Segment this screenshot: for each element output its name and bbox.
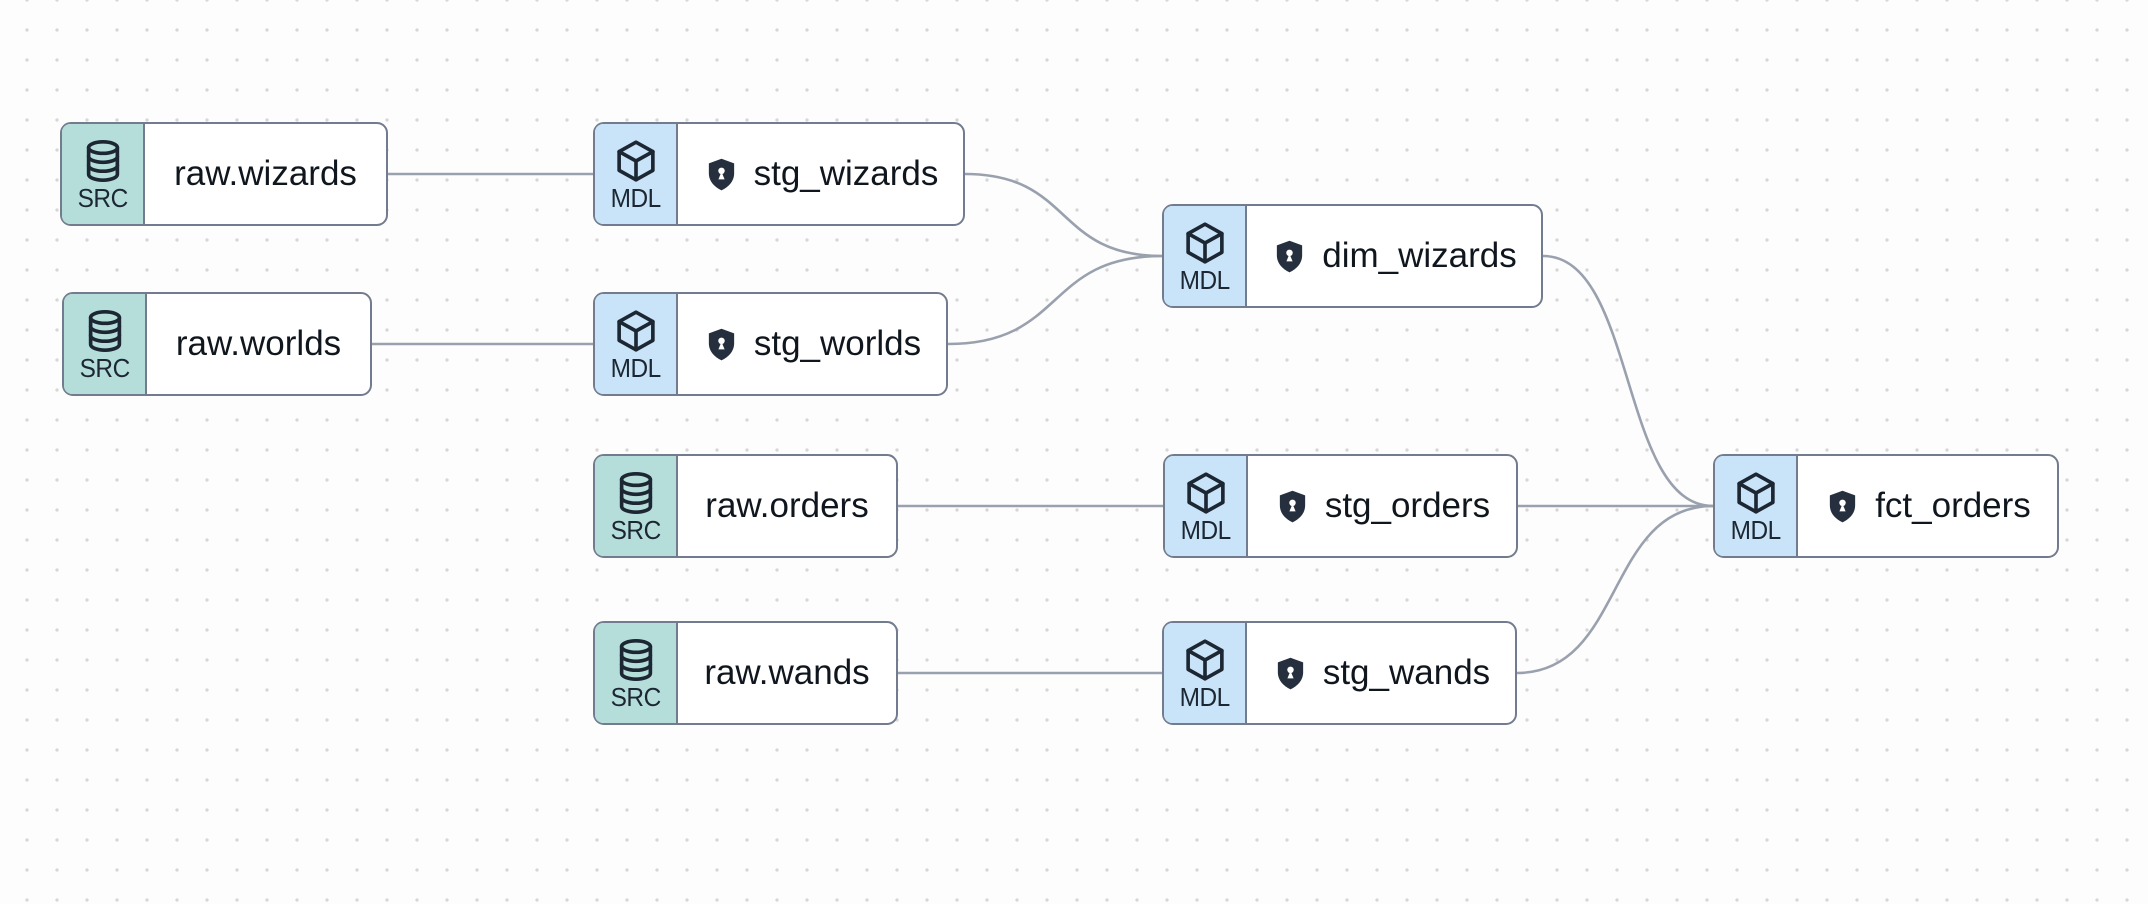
edge-stg_wizards-to-dim_wizards bbox=[963, 172, 1164, 258]
node-body: stg_orders bbox=[1248, 456, 1516, 556]
type-badge-label: MDL bbox=[610, 352, 661, 383]
type-badge-label: SRC bbox=[77, 182, 128, 213]
node-raw_orders[interactable]: SRC raw.orders bbox=[593, 454, 898, 558]
node-body: raw.wizards bbox=[145, 124, 386, 224]
node-label: stg_wands bbox=[1322, 653, 1491, 692]
node-stg_wizards[interactable]: MDL stg_wizards bbox=[593, 122, 965, 226]
type-badge-label: SRC bbox=[79, 352, 130, 383]
node-label: stg_worlds bbox=[753, 324, 922, 363]
source-type-badge: SRC bbox=[595, 623, 678, 723]
database-icon bbox=[619, 471, 652, 514]
node-label: stg_wizards bbox=[753, 154, 939, 193]
shield-lock-icon bbox=[1277, 240, 1303, 272]
cube-icon bbox=[616, 310, 655, 352]
shield-lock-icon bbox=[1279, 490, 1305, 522]
node-label: raw.worlds bbox=[175, 324, 342, 363]
model-type-badge: MDL bbox=[595, 124, 678, 224]
cube-icon bbox=[616, 140, 655, 182]
node-body: raw.orders bbox=[678, 456, 896, 556]
node-body: stg_worlds bbox=[678, 294, 946, 394]
shield-lock-icon bbox=[708, 158, 734, 190]
edge-dim_wizards-to-fct_orders bbox=[1541, 254, 1715, 508]
node-label: raw.wands bbox=[704, 653, 870, 692]
type-badge-label: MDL bbox=[1730, 514, 1781, 545]
node-body: stg_wizards bbox=[678, 124, 963, 224]
cube-icon bbox=[1185, 639, 1224, 681]
node-label: raw.orders bbox=[705, 486, 869, 525]
shield-lock-icon bbox=[708, 328, 734, 360]
model-type-badge: MDL bbox=[1715, 456, 1798, 556]
type-badge-label: MDL bbox=[1179, 264, 1230, 295]
node-body: fct_orders bbox=[1798, 456, 2057, 556]
shield-lock-icon bbox=[1830, 490, 1856, 522]
edge-stg_wands-to-fct_orders bbox=[1515, 504, 1715, 675]
model-type-badge: MDL bbox=[595, 294, 678, 394]
cube-icon bbox=[1736, 472, 1775, 514]
node-label: stg_orders bbox=[1324, 486, 1491, 525]
source-type-badge: SRC bbox=[595, 456, 678, 556]
node-label: raw.wizards bbox=[174, 154, 357, 193]
node-dim_wizards[interactable]: MDL dim_wizards bbox=[1162, 204, 1543, 308]
cube-icon bbox=[1186, 472, 1225, 514]
node-stg_worlds[interactable]: MDL stg_worlds bbox=[593, 292, 948, 396]
type-badge-label: MDL bbox=[610, 182, 661, 213]
node-raw_wands[interactable]: SRC raw.wands bbox=[593, 621, 898, 725]
type-badge-label: MDL bbox=[1180, 514, 1231, 545]
source-type-badge: SRC bbox=[62, 124, 145, 224]
node-stg_wands[interactable]: MDL stg_wands bbox=[1162, 621, 1517, 725]
cube-icon bbox=[1185, 222, 1224, 264]
model-type-badge: MDL bbox=[1164, 623, 1247, 723]
node-raw_wizards[interactable]: SRC raw.wizards bbox=[60, 122, 388, 226]
database-icon bbox=[619, 638, 652, 681]
source-type-badge: SRC bbox=[64, 294, 147, 394]
node-body: raw.wands bbox=[678, 623, 896, 723]
node-body: dim_wizards bbox=[1247, 206, 1541, 306]
node-body: raw.worlds bbox=[147, 294, 370, 394]
database-icon bbox=[88, 309, 121, 352]
type-badge-label: MDL bbox=[1179, 681, 1230, 712]
database-icon bbox=[86, 139, 119, 182]
node-body: stg_wands bbox=[1247, 623, 1515, 723]
node-fct_orders[interactable]: MDL fct_orders bbox=[1713, 454, 2059, 558]
edge-stg_worlds-to-dim_wizards bbox=[946, 254, 1164, 346]
model-type-badge: MDL bbox=[1164, 206, 1247, 306]
node-label: fct_orders bbox=[1875, 486, 2031, 525]
shield-lock-icon bbox=[1277, 657, 1303, 689]
node-stg_orders[interactable]: MDL stg_orders bbox=[1163, 454, 1518, 558]
node-raw_worlds[interactable]: SRC raw.worlds bbox=[62, 292, 372, 396]
type-badge-label: SRC bbox=[610, 514, 661, 545]
type-badge-label: SRC bbox=[610, 681, 661, 712]
model-type-badge: MDL bbox=[1165, 456, 1248, 556]
node-label: dim_wizards bbox=[1322, 236, 1517, 275]
